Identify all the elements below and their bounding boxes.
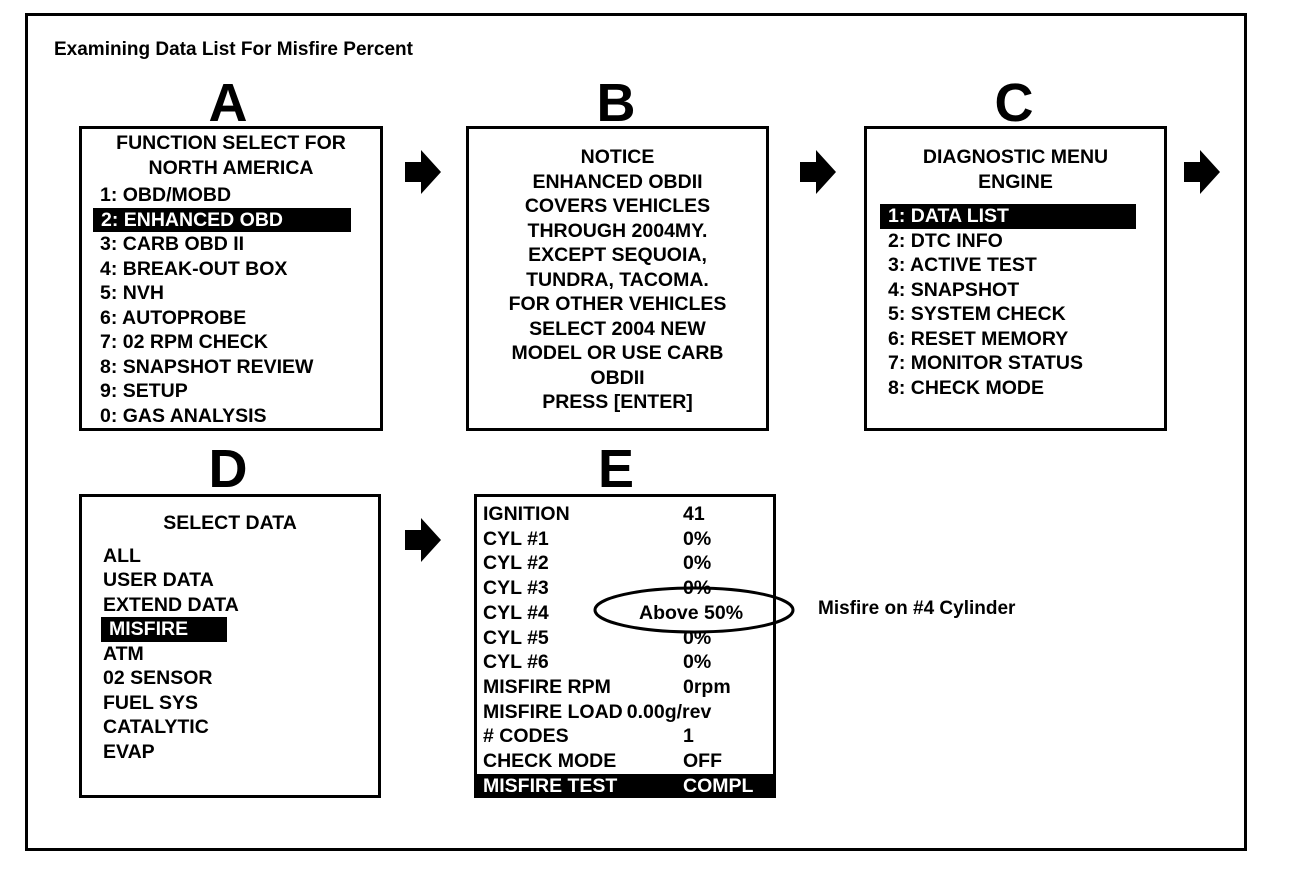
data-row-misfire-test-selected: MISFIRE TEST COMPL bbox=[477, 773, 773, 799]
data-row-codes: # CODES 1 bbox=[477, 724, 773, 749]
diagram-frame bbox=[25, 13, 1247, 851]
panel-c-item: 5: SYSTEM CHECK bbox=[888, 303, 1066, 325]
panel-a-item: 0: GAS ANALYSIS bbox=[100, 404, 267, 427]
panel-d-letter: D bbox=[208, 439, 248, 499]
data-row-check-mode: CHECK MODE OFF bbox=[477, 749, 773, 774]
data-row-ignition: IGNITION 41 bbox=[477, 502, 773, 527]
data-row-label: MISFIRE RPM bbox=[483, 675, 611, 698]
panel-a-item: 9: SETUP bbox=[100, 380, 188, 402]
data-row-value: 0% bbox=[683, 527, 712, 550]
panel-d-screen: SELECT DATA ALL USER DATA EXTEND DATA MI… bbox=[79, 494, 381, 798]
panel-a-item: 7: 02 RPM CHECK bbox=[100, 331, 268, 353]
data-row-value: 0rpm bbox=[683, 675, 731, 698]
panel-a-item-selected: 2: ENHANCED OBD bbox=[93, 207, 351, 232]
panel-b-letter: B bbox=[596, 73, 636, 133]
panel-b-line: PRESS [ENTER] bbox=[542, 391, 693, 413]
panel-b-line: OBDII bbox=[590, 366, 645, 389]
panel-b-line: ENHANCED OBDII bbox=[532, 170, 703, 193]
highlight-ellipse bbox=[593, 586, 795, 634]
panel-c-item: 2: DTC INFO bbox=[888, 229, 1003, 252]
panel-d-item-selected: MISFIRE bbox=[101, 617, 227, 642]
data-row-label: CYL #2 bbox=[483, 552, 549, 575]
data-row-value: COMPL bbox=[683, 774, 754, 797]
panel-d-item: CATALYTIC bbox=[103, 716, 209, 738]
panel-e-screen: IGNITION 41 CYL #1 0% CYL #2 0% CYL #3 0… bbox=[474, 494, 776, 799]
data-row-label: MISFIRE LOAD bbox=[483, 700, 623, 723]
panel-a-letter: A bbox=[208, 73, 248, 133]
panel-c-header-line-1: DIAGNOSTIC MENU bbox=[922, 146, 1109, 168]
panel-d-item: ALL bbox=[103, 544, 141, 567]
panel-c-item: 6: RESET MEMORY bbox=[888, 327, 1069, 350]
data-row-label: CYL #5 bbox=[483, 626, 549, 649]
data-row-cyl-4: CYL #4 Above 50% bbox=[477, 601, 773, 626]
data-row-value: 41 bbox=[683, 503, 705, 525]
page-title: Examining Data List For Misfire Percent bbox=[54, 39, 413, 60]
data-row-misfire-rpm: MISFIRE RPM 0rpm bbox=[477, 675, 773, 700]
panel-c-item: 3: ACTIVE TEST bbox=[888, 254, 1037, 276]
arrow-right-icon bbox=[1184, 150, 1220, 194]
data-row-value: 1 bbox=[683, 725, 694, 748]
panel-a-header-line-1: FUNCTION SELECT FOR bbox=[116, 132, 346, 154]
panel-a-item: 1: OBD/MOBD bbox=[100, 184, 232, 206]
data-row-label: CYL #1 bbox=[483, 527, 549, 550]
panel-b-screen: NOTICE ENHANCED OBDII COVERS VEHICLES TH… bbox=[466, 126, 769, 431]
data-row-cyl-1: CYL #1 0% bbox=[477, 527, 773, 552]
data-row-label: IGNITION bbox=[483, 503, 570, 525]
data-row-value: 0% bbox=[683, 552, 712, 575]
panel-c-item-selected: 1: DATA LIST bbox=[880, 204, 1136, 229]
panel-b-line: SELECT 2004 NEW bbox=[529, 317, 706, 340]
data-row-cyl-2: CYL #2 0% bbox=[477, 551, 773, 576]
panel-a-item: 5: NVH bbox=[100, 282, 164, 304]
panel-b-line: THROUGH 2004MY. bbox=[527, 219, 708, 242]
panel-d-item: EXTEND DATA bbox=[103, 593, 239, 616]
panel-b-line: TUNDRA, TACOMA. bbox=[526, 268, 709, 291]
panel-d-item: EVAP bbox=[103, 740, 155, 763]
data-row-value: 0.00g/rev bbox=[626, 700, 712, 723]
panel-a-header-line-2: NORTH AMERICA bbox=[148, 156, 314, 179]
data-row-label: # CODES bbox=[483, 725, 569, 748]
panel-d-item: ATM bbox=[103, 642, 144, 665]
panel-b-line: EXCEPT SEQUOIA, bbox=[528, 244, 707, 266]
panel-c-item: 4: SNAPSHOT bbox=[888, 278, 1020, 301]
data-row-label: CYL #6 bbox=[483, 651, 549, 674]
panel-a-item: 3: CARB OBD II bbox=[100, 233, 245, 255]
arrow-right-icon bbox=[405, 518, 441, 562]
panel-b-line: MODEL OR USE CARB bbox=[511, 342, 724, 364]
panel-b-line: NOTICE bbox=[580, 146, 655, 168]
data-row-label: CYL #3 bbox=[483, 577, 549, 600]
data-row-cyl-6: CYL #6 0% bbox=[477, 650, 773, 675]
misfire-annotation: Misfire on #4 Cylinder bbox=[818, 598, 1016, 619]
panel-a-item: 8: SNAPSHOT REVIEW bbox=[100, 355, 314, 378]
data-row-value: OFF bbox=[683, 750, 722, 773]
data-row-label: CYL #4 bbox=[483, 601, 549, 624]
panel-d-item: USER DATA bbox=[103, 569, 214, 591]
panel-d-header: SELECT DATA bbox=[163, 512, 297, 534]
data-row-label: MISFIRE TEST bbox=[483, 774, 618, 797]
panel-e-letter: E bbox=[597, 439, 635, 499]
arrow-right-icon bbox=[405, 150, 441, 194]
panel-a-item: 6: AUTOPROBE bbox=[100, 306, 247, 329]
panel-c-letter: C bbox=[994, 73, 1034, 133]
data-row-label: CHECK MODE bbox=[483, 750, 617, 773]
data-row-value: 0% bbox=[683, 651, 712, 674]
panel-d-item: FUEL SYS bbox=[103, 691, 198, 714]
panel-a-item: 4: BREAK-OUT BOX bbox=[100, 257, 288, 280]
arrow-right-icon bbox=[800, 150, 836, 194]
panel-d-item: 02 SENSOR bbox=[103, 667, 213, 689]
data-row-misfire-load: MISFIRE LOAD 0.00g/rev bbox=[477, 700, 773, 725]
panel-b-line: COVERS VEHICLES bbox=[524, 195, 711, 217]
data-row-value-highlighted: Above 50% bbox=[639, 601, 744, 624]
panel-c-item: 8: CHECK MODE bbox=[888, 376, 1045, 399]
panel-a-screen: FUNCTION SELECT FOR NORTH AMERICA 1: OBD… bbox=[79, 126, 383, 431]
panel-c-header-line-2: ENGINE bbox=[978, 170, 1053, 193]
panel-c-item: 7: MONITOR STATUS bbox=[888, 352, 1083, 374]
panel-c-screen: DIAGNOSTIC MENU ENGINE 1: DATA LIST 2: D… bbox=[864, 126, 1167, 431]
panel-b-line: FOR OTHER VEHICLES bbox=[508, 293, 727, 315]
